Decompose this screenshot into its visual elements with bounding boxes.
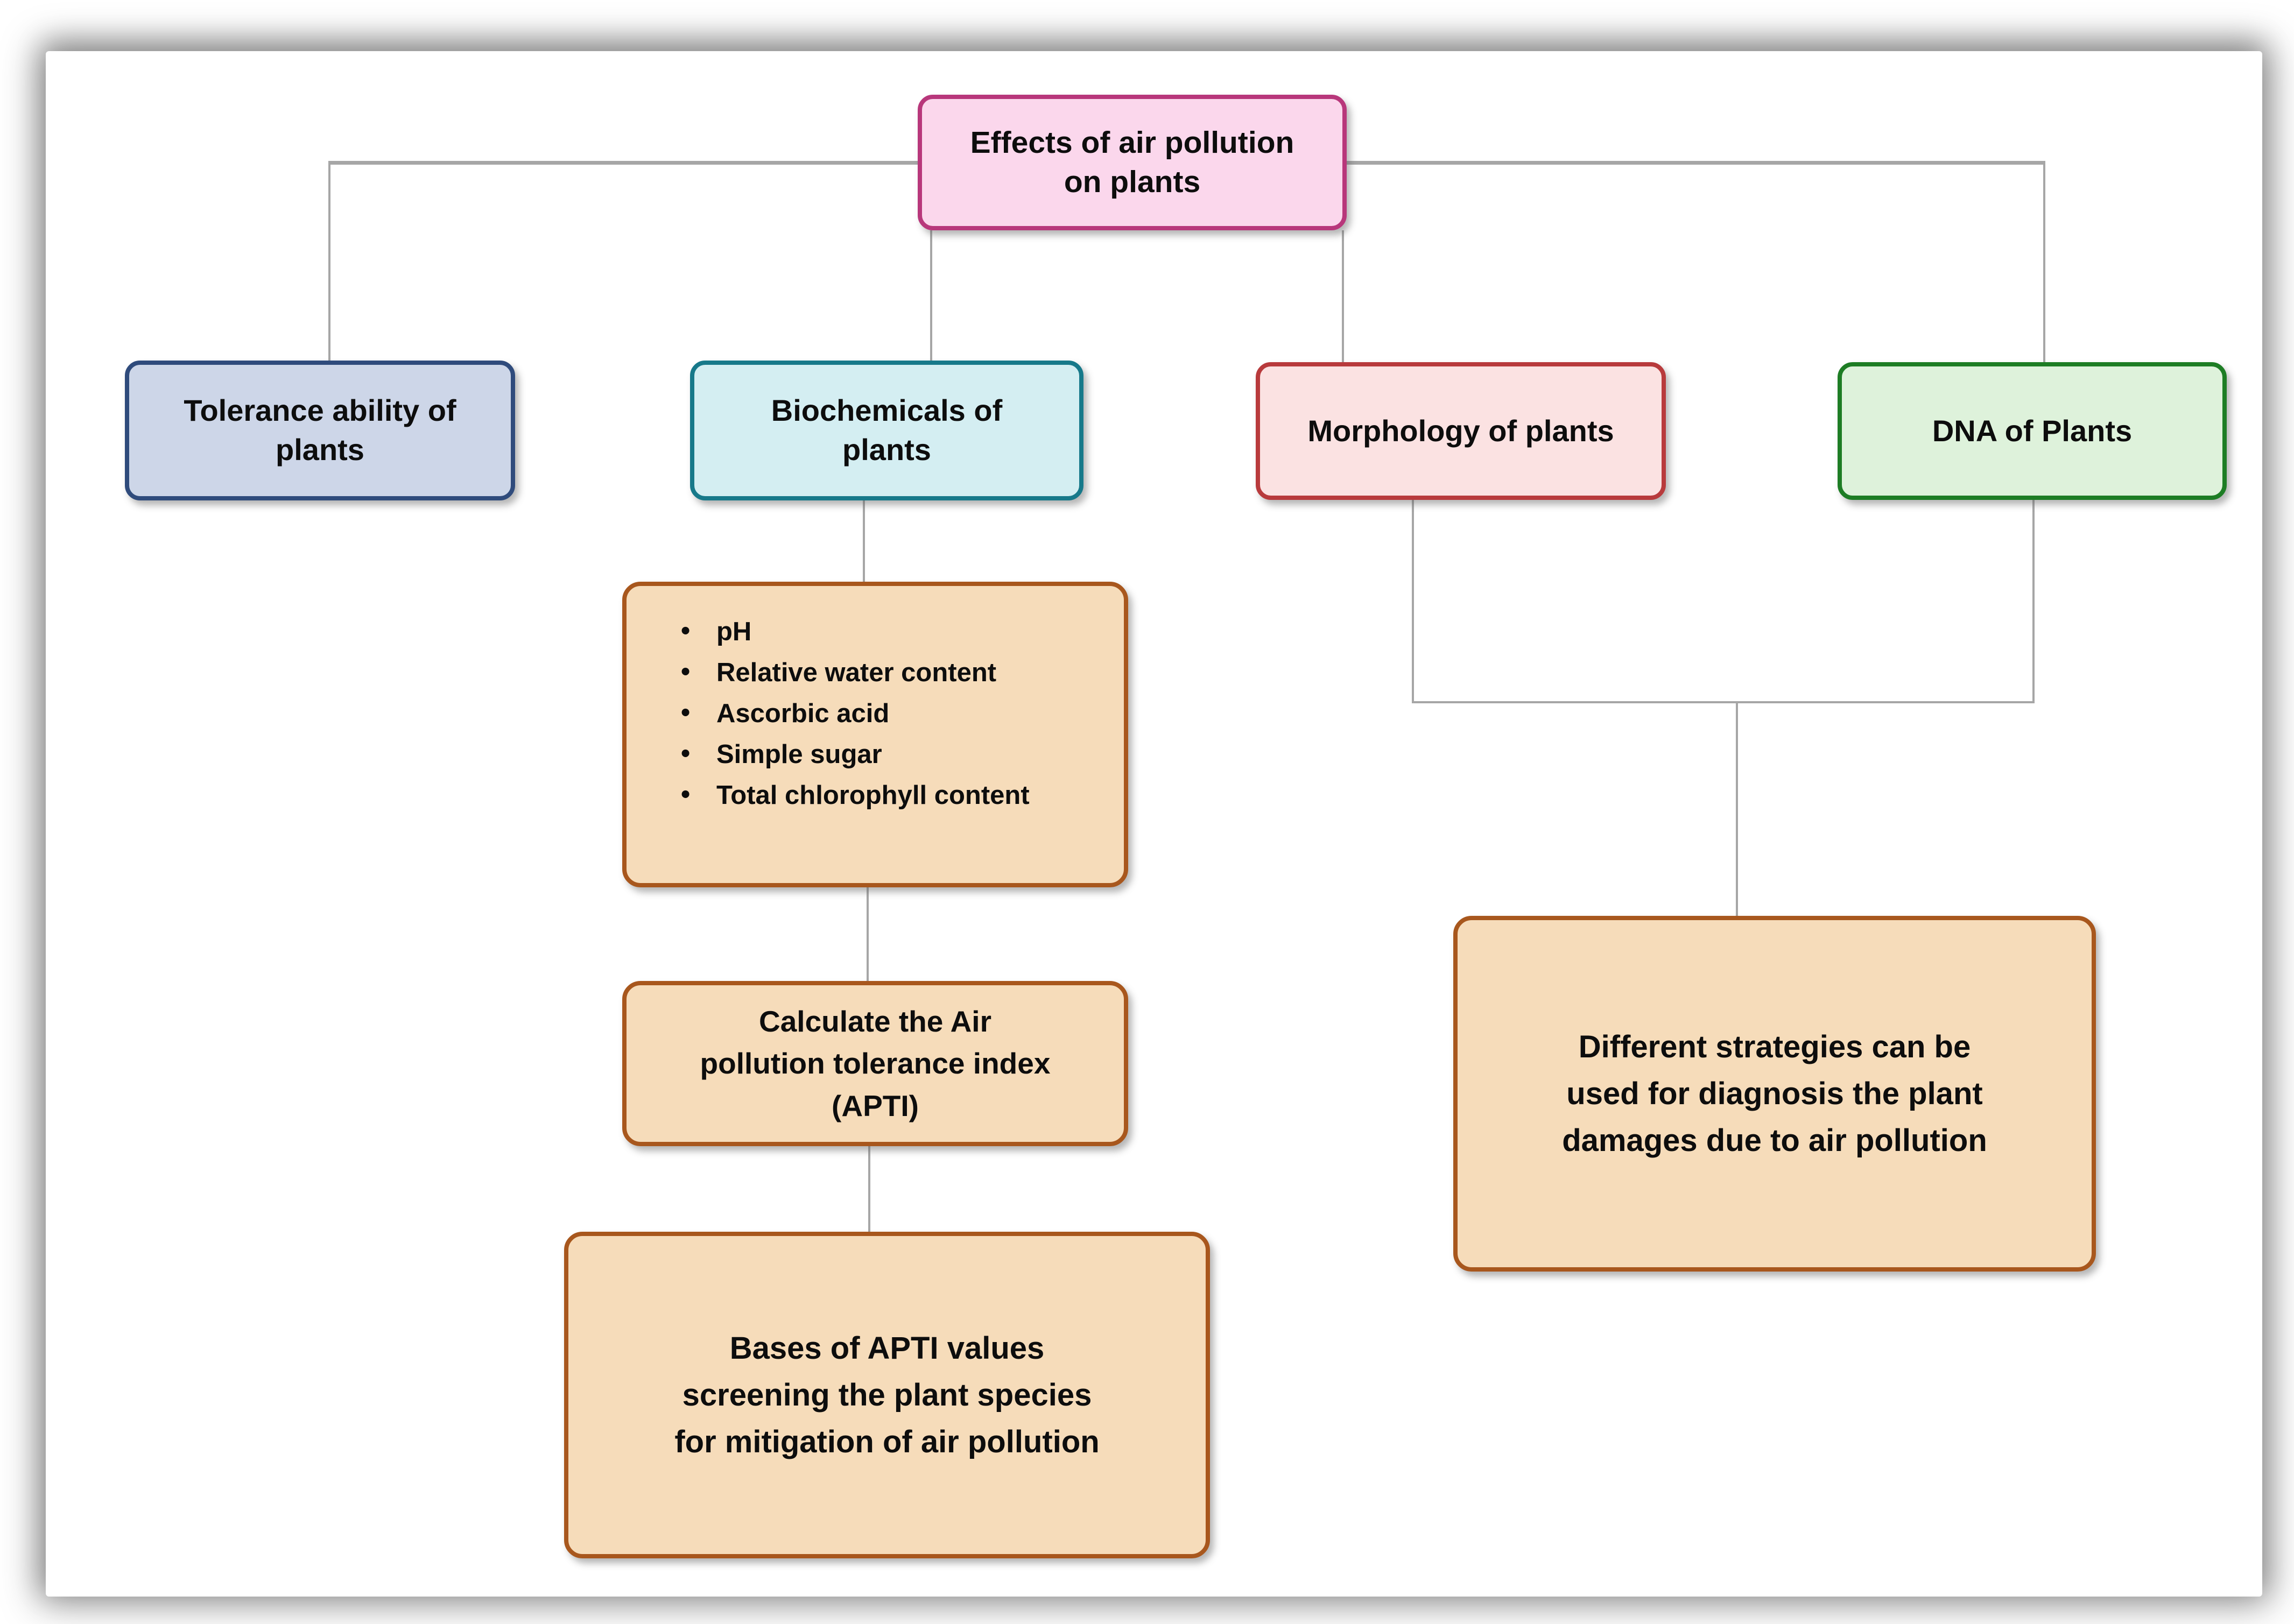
node-text: DNA of Plants <box>1932 412 2132 451</box>
node-text-line: Effects of air pollution <box>970 125 1294 160</box>
connector-morphology-down <box>1412 500 1414 702</box>
connector-root-to-tolerance-vertical <box>328 161 330 361</box>
node-morphology: Morphology of plants <box>1256 362 1666 500</box>
node-text: Tolerance ability of plants <box>184 391 456 470</box>
list-item: Relative water content <box>678 652 1030 694</box>
node-dna-of-plants: DNA of Plants <box>1838 362 2227 500</box>
connector-root-to-morphology <box>1342 230 1344 362</box>
node-tolerance-ability: Tolerance ability of plants <box>125 361 515 500</box>
node-text: Biochemicals of plants <box>771 391 1002 470</box>
page-sheet: Effects of air pollution on plants Toler… <box>46 51 2262 1597</box>
node-text: Calculate the Air pollution tolerance in… <box>700 1000 1051 1126</box>
connector-root-to-tolerance-horizontal <box>329 161 918 165</box>
node-biochemical-parameters-list: pH Relative water content Ascorbic acid … <box>622 582 1128 887</box>
list-item: Total chlorophyll content <box>678 774 1030 816</box>
node-text-line: Different strategies can be <box>1578 1029 1971 1064</box>
node-text-line: Biochemicals of <box>771 393 1003 428</box>
node-bases-of-apti-values: Bases of APTI values screening the plant… <box>564 1232 1210 1558</box>
node-text: Bases of APTI values screening the plant… <box>674 1325 1099 1465</box>
node-text: Morphology of plants <box>1307 412 1614 451</box>
connector-apti-to-bases <box>868 1145 870 1232</box>
node-calculate-apti: Calculate the Air pollution tolerance in… <box>622 981 1128 1146</box>
node-different-strategies: Different strategies can be used for dia… <box>1453 916 2096 1272</box>
node-effects-of-air-pollution: Effects of air pollution on plants <box>918 95 1347 230</box>
node-text: Different strategies can be used for dia… <box>1562 1023 1987 1164</box>
connector-dna-down <box>2032 500 2035 702</box>
node-text-line: pollution tolerance index <box>700 1047 1051 1081</box>
node-text-line: Morphology of plants <box>1307 413 1614 448</box>
node-text-line: (APTI) <box>832 1089 919 1122</box>
connector-biochemicals-to-list <box>863 500 865 582</box>
node-text-line: damages due to air pollution <box>1562 1123 1987 1158</box>
node-text-line: Bases of APTI values <box>729 1331 1045 1366</box>
bullet-list: pH Relative water content Ascorbic acid … <box>678 611 1030 816</box>
node-text-line: Tolerance ability of <box>184 393 456 428</box>
node-text-line: screening the plant species <box>682 1378 1092 1413</box>
node-text-line: plants <box>842 433 931 467</box>
node-text-line: plants <box>276 433 364 467</box>
node-text-line: DNA of Plants <box>1932 413 2133 448</box>
connector-merge-to-strategies <box>1736 701 1738 916</box>
node-text: Effects of air pollution on plants <box>970 123 1294 202</box>
node-biochemicals: Biochemicals of plants <box>690 361 1083 500</box>
connector-root-to-biochemicals <box>930 230 932 361</box>
connector-root-to-dna-horizontal <box>1347 161 2044 165</box>
connector-root-to-dna-vertical <box>2043 161 2045 362</box>
connector-merge-horizontal <box>1412 701 2035 703</box>
list-item: pH <box>678 611 1030 653</box>
node-text-line: used for diagnosis the plant <box>1566 1076 1983 1111</box>
list-item: Ascorbic acid <box>678 693 1030 735</box>
connector-list-to-apti <box>867 887 869 981</box>
node-text-line: Calculate the Air <box>759 1005 991 1039</box>
node-text-line: on plants <box>1064 165 1201 199</box>
list-item: Simple sugar <box>678 733 1030 775</box>
node-text-line: for mitigation of air pollution <box>674 1424 1100 1459</box>
